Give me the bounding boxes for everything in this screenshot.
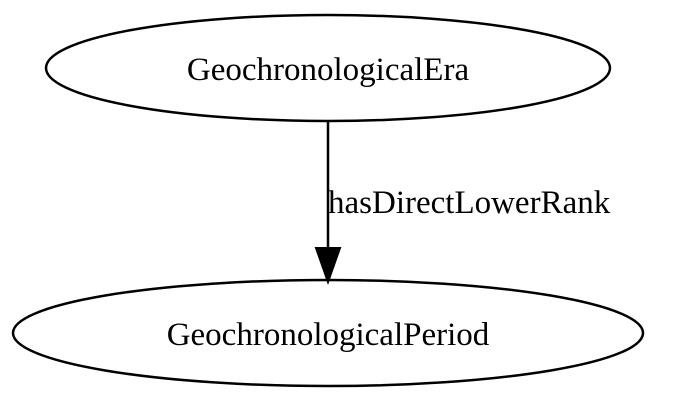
node-label: GeochronologicalEra bbox=[187, 52, 470, 88]
node-geochronological-era[interactable]: GeochronologicalEra bbox=[44, 13, 612, 123]
edge-has-direct-lower-rank: hasDirectLowerRank bbox=[314, 121, 611, 286]
edge-label: hasDirectLowerRank bbox=[328, 185, 611, 221]
arrowhead-icon bbox=[314, 247, 342, 286]
node-geochronological-period[interactable]: GeochronologicalPeriod bbox=[11, 278, 645, 388]
node-label: GeochronologicalPeriod bbox=[167, 317, 490, 353]
